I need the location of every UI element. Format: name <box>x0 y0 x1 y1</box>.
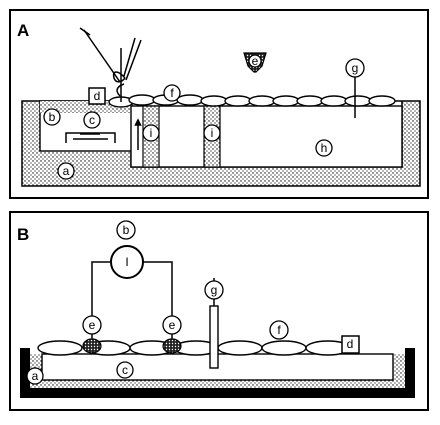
callout-b-e1: e <box>89 318 96 332</box>
cell <box>37 340 83 356</box>
callout-a-g-marker <box>345 58 365 78</box>
cell <box>217 340 263 356</box>
cell <box>128 94 156 106</box>
electrode-e-right <box>162 338 182 354</box>
callout-a-c-marker <box>83 111 101 129</box>
callout-b-a: a <box>32 369 39 383</box>
callout-a-h-marker <box>315 139 333 157</box>
callout-b-d-box <box>341 335 360 354</box>
cell <box>296 95 324 107</box>
callout-b-e2: e <box>169 318 176 332</box>
callout-b-d: d <box>347 337 354 351</box>
electrode-e-left <box>82 338 102 354</box>
callout-a-h: h <box>321 141 328 155</box>
panel-a-label: A <box>17 21 29 40</box>
cell <box>248 95 276 107</box>
cell <box>320 95 348 107</box>
callout-b-c: c <box>122 363 128 377</box>
callout-b-b-marker <box>116 220 136 240</box>
callout-a-b-marker <box>43 108 61 126</box>
cell <box>176 94 204 106</box>
callout-b-g: g <box>211 283 218 297</box>
cell <box>272 95 300 107</box>
wire-left <box>91 261 111 339</box>
callout-a-d-box <box>88 87 106 105</box>
reservoir-h <box>130 105 403 168</box>
callout-b-e1-marker <box>82 315 102 335</box>
callout-b-f-marker <box>269 320 289 340</box>
callout-a-a-marker <box>57 162 75 180</box>
callout-b-a-marker <box>26 367 44 385</box>
electrode-g-b <box>209 305 219 369</box>
callout-a-i1-marker <box>142 124 160 142</box>
callout-a-i1: i <box>150 126 153 140</box>
callout-b-b: b <box>123 223 130 237</box>
callout-a-i2: i <box>211 126 214 140</box>
callout-b-f: f <box>277 323 281 337</box>
micropipettes <box>79 27 142 102</box>
panel-b-label: B <box>17 225 29 244</box>
panel-a: A <box>9 9 429 199</box>
stage-recess <box>65 132 116 143</box>
stage-c <box>73 133 108 140</box>
callout-a-a: a <box>63 164 70 178</box>
cell <box>368 95 396 107</box>
cell-layer-f-b <box>37 340 351 356</box>
callout-a-d: d <box>94 89 101 103</box>
callout-a-c: c <box>89 113 95 127</box>
cell <box>344 95 372 107</box>
cell <box>200 95 228 107</box>
callout-a-i2-marker <box>203 124 221 142</box>
left-well-rim <box>40 101 132 113</box>
callout-a-e: e <box>252 54 259 68</box>
meter-symbol: I <box>125 255 128 269</box>
current-meter <box>110 245 144 279</box>
wire-right <box>143 261 173 339</box>
callout-b-e2-marker <box>162 315 182 335</box>
callout-a-f: f <box>170 86 174 100</box>
callout-b-g-marker <box>204 280 224 300</box>
cell <box>224 95 252 107</box>
callout-a-f-marker <box>163 84 181 102</box>
callout-a-b: b <box>49 110 56 124</box>
callout-b-c-marker <box>116 361 134 379</box>
callout-a-g: g <box>352 61 359 75</box>
panel-b: B I b e <box>9 211 429 411</box>
dish-stipple <box>30 354 405 388</box>
cell <box>261 340 307 356</box>
